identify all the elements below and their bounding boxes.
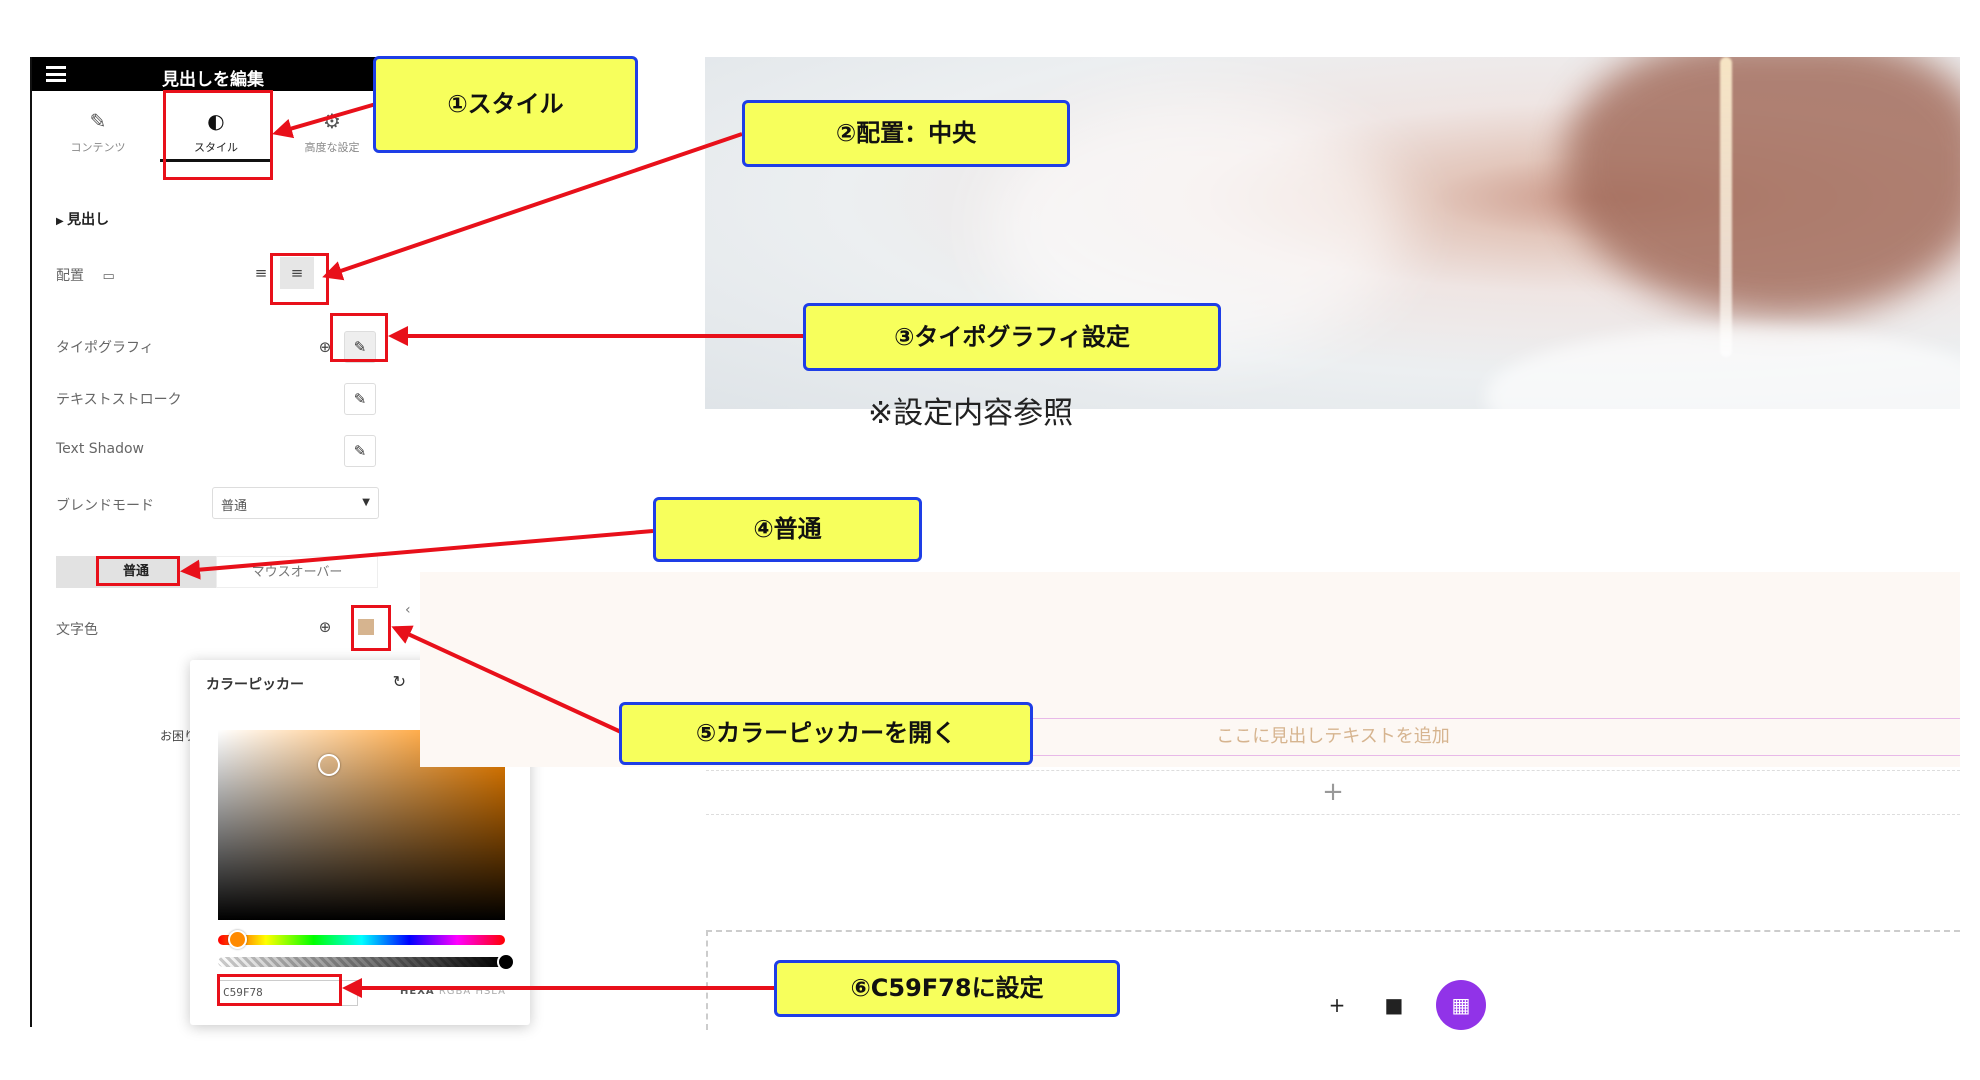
- color-picker-title: カラーピッカー: [206, 677, 304, 693]
- mode-rgba[interactable]: RGBA: [438, 986, 472, 997]
- tab-advanced-label: 高度な設定: [304, 141, 360, 154]
- alpha-handle[interactable]: [497, 953, 515, 971]
- callout-normal: ④普通: [653, 497, 922, 562]
- add-element-row[interactable]: +: [706, 770, 1960, 815]
- highlight-hex-input: [217, 974, 342, 1006]
- globe-icon[interactable]: ⊕: [318, 618, 332, 636]
- add-section-button[interactable]: +: [1318, 986, 1356, 1024]
- highlight-center-align: [270, 253, 329, 305]
- highlight-style-tab: [163, 90, 273, 180]
- collapse-panel-icon[interactable]: ‹: [405, 602, 411, 618]
- active-tab-indicator: [160, 159, 272, 162]
- contrast-icon: ◐: [207, 109, 225, 133]
- section-heading-label: 見出し: [67, 212, 110, 228]
- callout-style: ①スタイル: [373, 56, 638, 153]
- hero-bowl: [1485, 327, 1960, 409]
- text-stroke-edit-icon[interactable]: ✎: [344, 383, 376, 415]
- hero-hand: [1565, 57, 1960, 317]
- mode-hexa[interactable]: HEXA: [400, 986, 435, 997]
- hex-input[interactable]: C59F78: [218, 980, 358, 1006]
- tab-content-label: コンテンツ: [70, 141, 126, 154]
- alignment-label-text: 配置: [56, 268, 84, 284]
- typography-label: タイポグラフィ: [56, 340, 154, 356]
- reference-note: ※設定内容参照: [868, 396, 1074, 431]
- highlight-normal-state: [96, 556, 180, 586]
- templates-button[interactable]: ▦: [1436, 980, 1486, 1030]
- blend-mode-select[interactable]: 普通 ▼: [212, 487, 379, 519]
- section-heading[interactable]: ▶ 見出し: [56, 209, 109, 229]
- align-center-icon[interactable]: ≡: [280, 257, 314, 289]
- alignment-label: 配置 ▭: [56, 265, 115, 285]
- tab-advanced[interactable]: ⚙ 高度な設定: [282, 109, 382, 155]
- folder-icon[interactable]: ■: [1375, 986, 1413, 1024]
- panel-title: 見出しを編集: [162, 70, 264, 90]
- drop-zone: [706, 930, 1960, 1030]
- triangle-right-icon: ▶: [56, 216, 68, 227]
- callout-typography: ③タイポグラフィ設定: [803, 303, 1221, 371]
- text-stroke-label: テキストストローク: [56, 392, 182, 408]
- hue-handle[interactable]: [228, 930, 247, 949]
- highlight-color-swatch: [351, 605, 391, 651]
- tab-style-label: スタイル: [194, 141, 238, 154]
- text-color-swatch[interactable]: [358, 619, 374, 635]
- callout-open-picker: ⑤カラーピッカーを開く: [619, 702, 1033, 765]
- heading-widget[interactable]: ここに見出しテキストを追加: [706, 718, 1960, 756]
- pencil-icon: ✎: [89, 109, 107, 133]
- alpha-slider[interactable]: [218, 957, 505, 967]
- panel-header: 見出しを編集 ⋮: [32, 57, 383, 91]
- color-mode-switch[interactable]: HEXA RGBA HSLA: [400, 986, 506, 997]
- globe-icon[interactable]: ⊕: [318, 338, 332, 356]
- text-color-label: 文字色: [56, 622, 98, 638]
- mode-hsla[interactable]: HSLA: [475, 986, 506, 997]
- callout-set-hex: ⑥C59F78に設定: [774, 960, 1120, 1017]
- hero-honey-drip: [1720, 57, 1732, 357]
- callout-alignment: ②配置：中央: [742, 100, 1070, 167]
- reset-icon[interactable]: ↻: [392, 672, 423, 691]
- highlight-typography: [330, 313, 388, 362]
- typography-edit-icon[interactable]: ✎: [344, 331, 376, 363]
- text-shadow-label: Text Shadow: [56, 441, 145, 457]
- gear-icon: ⚙: [323, 109, 341, 133]
- help-text[interactable]: お困り: [160, 729, 197, 743]
- hue-slider[interactable]: [218, 935, 505, 945]
- blend-mode-value: 普通: [221, 499, 248, 514]
- blend-mode-label: ブレンドモード: [56, 498, 154, 514]
- saturation-handle[interactable]: [318, 754, 340, 776]
- caret-down-icon: ▼: [362, 497, 370, 508]
- text-shadow-edit-icon[interactable]: ✎: [344, 435, 376, 467]
- tab-content[interactable]: ✎ コンテンツ: [48, 109, 148, 155]
- align-left-icon[interactable]: ≡: [254, 264, 268, 282]
- state-hover-tab[interactable]: マウスオーバー: [216, 556, 378, 588]
- tab-style[interactable]: ◐ スタイル: [166, 109, 266, 155]
- desktop-icon[interactable]: ▭: [102, 269, 115, 284]
- hamburger-menu-icon[interactable]: [46, 66, 66, 82]
